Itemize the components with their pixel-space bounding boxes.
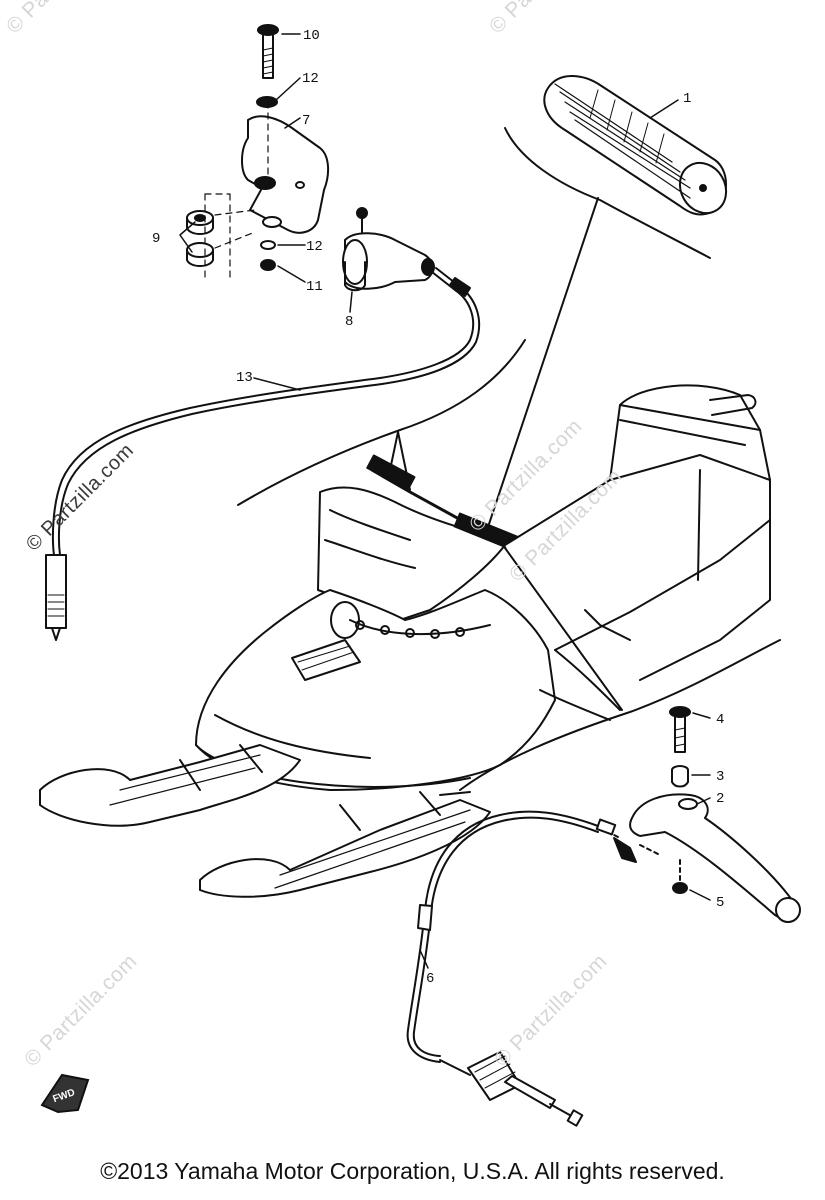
lever-parts — [629, 706, 801, 923]
washer-12b-nut-11 — [260, 240, 276, 271]
callout-2: 2 — [716, 791, 724, 807]
callout-8: 8 — [345, 314, 353, 330]
callout-10: 10 — [303, 28, 320, 44]
callout-7: 7 — [302, 113, 310, 129]
callout-12-top: 12 — [302, 71, 319, 87]
copyright-notice: ©2013 Yamaha Motor Corporation, U.S.A. A… — [100, 1158, 725, 1184]
callout-6: 6 — [426, 971, 434, 987]
bushings-9 — [186, 210, 214, 267]
callout-1: 1 — [683, 91, 691, 107]
bolt-10 — [257, 24, 279, 79]
switch-bracket — [241, 115, 330, 234]
callout-13: 13 — [236, 370, 253, 386]
cable-6 — [406, 810, 661, 1127]
callout-12-bottom: 12 — [306, 239, 323, 255]
fwd-badge: FWD — [40, 1073, 90, 1114]
callout-9: 9 — [152, 231, 160, 247]
callout-leaders — [179, 33, 711, 969]
diagram-svg: FWD 1 2 3 4 5 6 7 8 9 10 11 — [39, 24, 801, 1127]
callout-11: 11 — [306, 279, 323, 295]
switch-housing-8 — [342, 207, 435, 292]
cable-13 — [45, 267, 481, 641]
callout-5: 5 — [716, 895, 724, 911]
snowmobile-body — [39, 384, 771, 898]
callout-4: 4 — [716, 712, 724, 728]
grip-part — [543, 75, 728, 216]
callout-3: 3 — [716, 769, 724, 785]
washer-12 — [256, 96, 278, 108]
